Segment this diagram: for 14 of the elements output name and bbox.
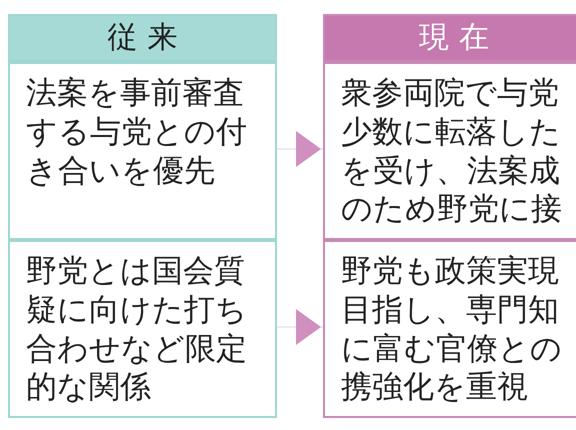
chevron-arrow [276,309,324,345]
column-header [8,14,277,62]
chevron-arrow [276,131,324,167]
cell-text: 野党とは国会質疑に向けた打ち合わせなど限定的な関係 [26,252,248,407]
cell-text: 衆参両院で与党少数に転落したを受け、法案成のため野党に接 [341,74,563,229]
text-cell [323,240,576,418]
cell-text: 野党も政策実現目指し、専門知に富む官僚との携強化を重視 [341,252,563,407]
header-text: 従 来 [106,19,178,57]
text-cell [8,240,277,418]
header-text: 現 在 [418,19,490,57]
text-cell [323,62,576,240]
cell-text: 法案を事前審査する与党との付き合いを優先 [26,74,248,190]
column-header [323,14,576,62]
text-cell [8,62,277,240]
